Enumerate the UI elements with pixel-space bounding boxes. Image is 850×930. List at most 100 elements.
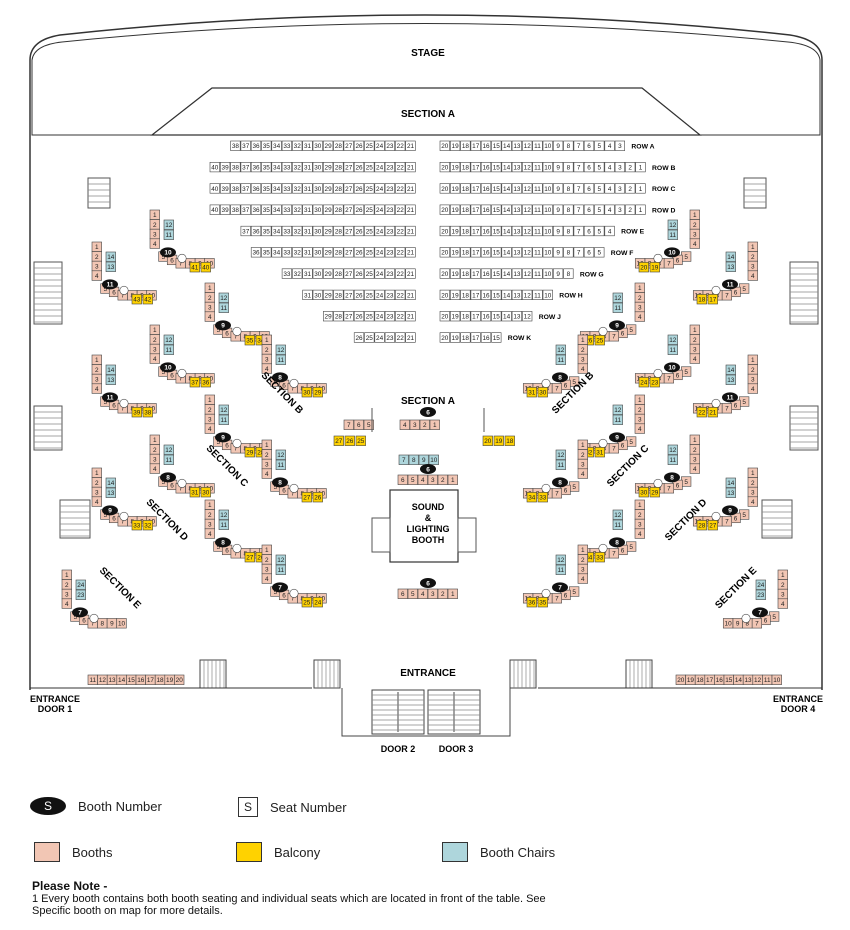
booth-seat[interactable]: 1 [261,439,272,450]
seat[interactable]: 16 [480,247,492,258]
booth-seat[interactable]: 4 [747,383,758,394]
seat[interactable]: 26 [353,268,365,279]
booth-seat[interactable]: 1 [261,334,272,345]
balcony-seat[interactable]: 25 [301,597,312,608]
booth-number[interactable]: 11 [102,279,118,290]
booth-seat[interactable]: 3 [689,453,700,465]
booth-seat[interactable]: 12 [97,674,108,685]
booth-chair[interactable]: 12 [555,449,566,460]
seat[interactable]: 1 [635,183,646,194]
seat[interactable]: 18 [460,204,471,215]
seat[interactable]: 9 [552,183,564,194]
seat[interactable]: 35 [261,225,272,237]
seat[interactable]: 38 [230,204,241,215]
seat[interactable]: 28 [333,289,344,301]
booth-seat[interactable]: 1 [577,334,588,345]
booth-number[interactable]: 11 [722,392,738,403]
booth-seat[interactable]: 1 [689,209,700,220]
booth-number[interactable]: 10 [160,362,176,373]
seat[interactable]: 2 [625,183,636,194]
seat[interactable]: 16 [480,289,492,301]
seat[interactable]: 14 [501,183,512,194]
balcony-seat[interactable]: 27 [301,492,312,503]
booth-seat[interactable]: 7 [608,548,619,559]
balcony-seat[interactable]: 39 [131,407,142,418]
booth-seat[interactable]: 1 [149,434,160,445]
seat[interactable]: 39 [220,183,231,194]
seat[interactable]: 11 [532,225,543,237]
booth-seat[interactable]: 3 [204,301,215,313]
booth-number[interactable]: 11 [102,392,118,403]
booth-seat[interactable]: 2 [689,219,700,230]
seat[interactable]: 15 [491,247,502,258]
booth-seat[interactable]: 4 [634,528,645,539]
booth-chair[interactable]: 12 [275,449,286,460]
seat[interactable]: 20 [439,332,450,343]
seat[interactable]: 30 [312,204,323,215]
seat[interactable]: 31 [302,268,313,279]
seat[interactable]: 16 [480,268,492,279]
seat[interactable]: 11 [532,247,543,258]
booth-seat[interactable]: 3 [747,486,758,498]
seat[interactable]: 13 [511,140,522,151]
seat[interactable]: 13 [511,247,522,258]
seat[interactable]: 28 [333,247,344,258]
booth-chair[interactable]: 11 [218,302,229,313]
booth-seat[interactable]: 4 [261,468,272,479]
booth-seat[interactable]: 5 [681,366,692,377]
seat[interactable]: 32 [292,225,303,237]
booth-seat[interactable]: 2 [777,579,788,590]
booth-seat[interactable]: 3 [204,413,215,425]
booth-seat[interactable]: 7 [721,516,732,527]
seat[interactable]: 28 [333,204,344,215]
seat[interactable]: 16 [480,225,492,237]
balcony-seat[interactable]: 40 [200,262,211,273]
seat[interactable]: 29 [322,162,334,173]
seat[interactable]: 34 [271,225,282,237]
seat[interactable]: 35 [261,204,272,215]
seat[interactable]: 14 [501,204,512,215]
seat[interactable]: 6 [583,225,595,237]
seat[interactable]: 12 [522,311,533,322]
booth-seat[interactable]: 4 [204,311,215,322]
booth-seat[interactable]: 2 [91,251,102,262]
booth-seat[interactable]: 3 [61,588,72,600]
seat[interactable]: 25 [364,289,375,301]
seat[interactable]: 15 [491,311,502,322]
balcony-seat[interactable]: 33 [537,492,548,503]
seat[interactable]: 18 [460,140,471,151]
balcony-seat[interactable]: 31 [526,387,537,398]
seat[interactable]: 33 [281,162,293,173]
seat[interactable]: 10 [542,204,553,215]
booth-chair[interactable]: 12 [163,334,174,345]
seat[interactable]: 6 [583,183,595,194]
seat[interactable]: 28 [333,225,344,237]
seat[interactable]: 5 [594,162,605,173]
balcony-seat[interactable]: 18 [504,435,515,446]
booth-seat[interactable]: 2 [747,251,758,262]
booth-chair[interactable]: 11 [163,229,174,240]
seat[interactable]: 40 [209,183,220,194]
seat[interactable]: 28 [333,311,344,322]
booth-seat[interactable]: 3 [204,518,215,530]
booth-chair[interactable]: 14 [105,364,116,375]
booth-seat[interactable]: 7 [608,331,619,342]
seat[interactable]: 17 [470,162,481,173]
seat[interactable]: 27 [343,311,354,322]
seat[interactable]: 25 [364,204,375,215]
booth-chair[interactable]: 13 [105,261,116,272]
balcony-seat[interactable]: 38 [142,407,153,418]
seat[interactable]: 21 [405,311,416,322]
seat[interactable]: 35 [261,247,272,258]
seat[interactable]: 32 [292,183,303,194]
seat[interactable]: 33 [281,225,293,237]
booth-seat[interactable]: 8 [97,618,108,629]
seat[interactable]: 8 [563,247,574,258]
seat[interactable]: 18 [460,162,471,173]
booth-chair[interactable]: 11 [275,459,286,470]
seat[interactable]: 22 [395,162,406,173]
seat[interactable]: 35 [261,140,272,151]
seat[interactable]: 31 [302,183,313,194]
booth-chair[interactable]: 11 [218,414,229,425]
booth-seat[interactable]: 5 [407,474,418,485]
